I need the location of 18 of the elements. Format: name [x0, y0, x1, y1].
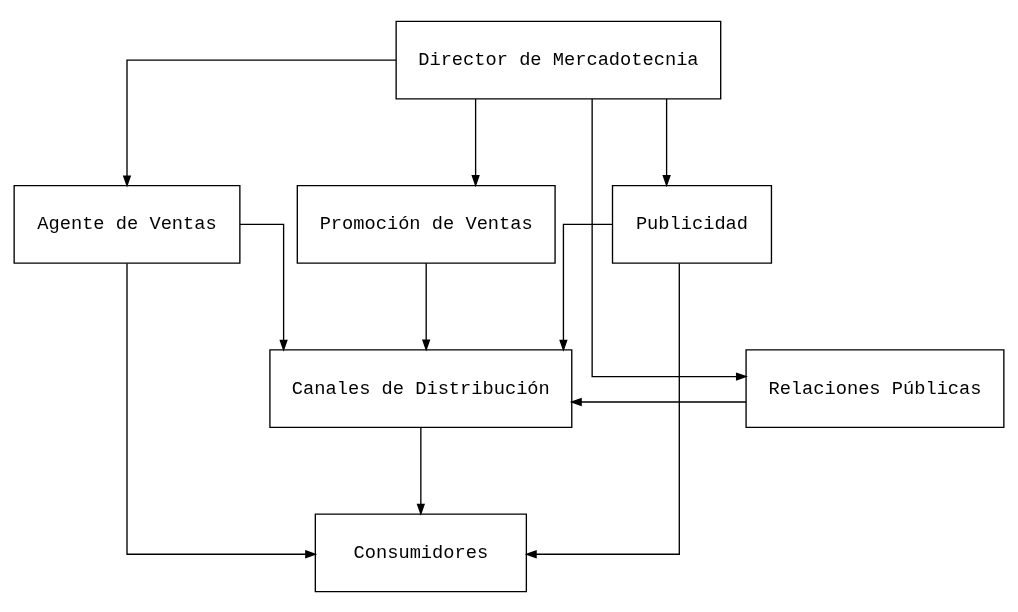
- node-box: Promoción de Ventas: [296, 184, 556, 264]
- arrow: [662, 97, 671, 187]
- node-box: Consumidores: [314, 513, 528, 592]
- node-box: Relaciones Públicas: [745, 348, 1005, 428]
- node-box: Canales de Distribución: [269, 348, 573, 428]
- arrow: [126, 262, 318, 558]
- arrow: [591, 97, 748, 381]
- arrow: [239, 223, 288, 352]
- arrow: [416, 426, 426, 516]
- node-box: Publicidad: [611, 184, 773, 264]
- arrow: [122, 58, 397, 187]
- node-box: Agente de Ventas: [13, 184, 241, 264]
- node-box: Director de Mercadotecnia: [395, 20, 722, 99]
- arrow: [559, 223, 614, 352]
- arrow: [569, 397, 747, 406]
- arrow: [421, 262, 431, 351]
- arrow: [471, 97, 480, 187]
- arrow: [524, 262, 680, 558]
